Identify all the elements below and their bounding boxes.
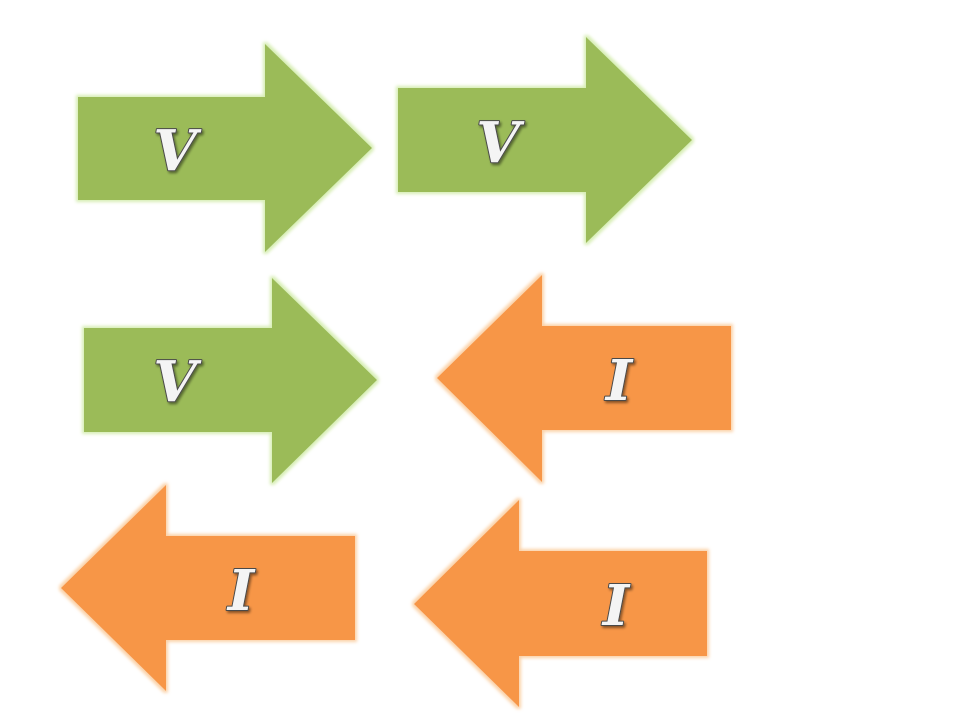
voltage-arrow-3: V	[84, 278, 377, 483]
voltage-arrow-2-label: V	[476, 110, 525, 176]
current-arrow-3-shape	[414, 500, 707, 707]
voltage-arrow-1-label: V	[153, 118, 202, 184]
voltage-arrow-1: V	[78, 44, 372, 252]
current-arrow-1: I	[437, 275, 731, 482]
voltage-arrow-2: V	[398, 37, 692, 243]
current-arrow-3: I	[414, 500, 707, 707]
current-arrow-2-shape	[61, 485, 355, 691]
current-arrow-2: I	[61, 485, 355, 691]
current-arrow-3-label: I	[601, 573, 631, 639]
voltage-arrow-1-shape	[78, 44, 372, 252]
voltage-arrow-3-label: V	[153, 349, 202, 415]
current-arrow-1-label: I	[604, 348, 634, 414]
current-arrow-2-label: I	[226, 558, 256, 624]
current-arrow-1-shape	[437, 275, 731, 482]
voltage-arrow-2-shape	[398, 37, 692, 243]
voltage-arrow-3-shape	[84, 278, 377, 483]
